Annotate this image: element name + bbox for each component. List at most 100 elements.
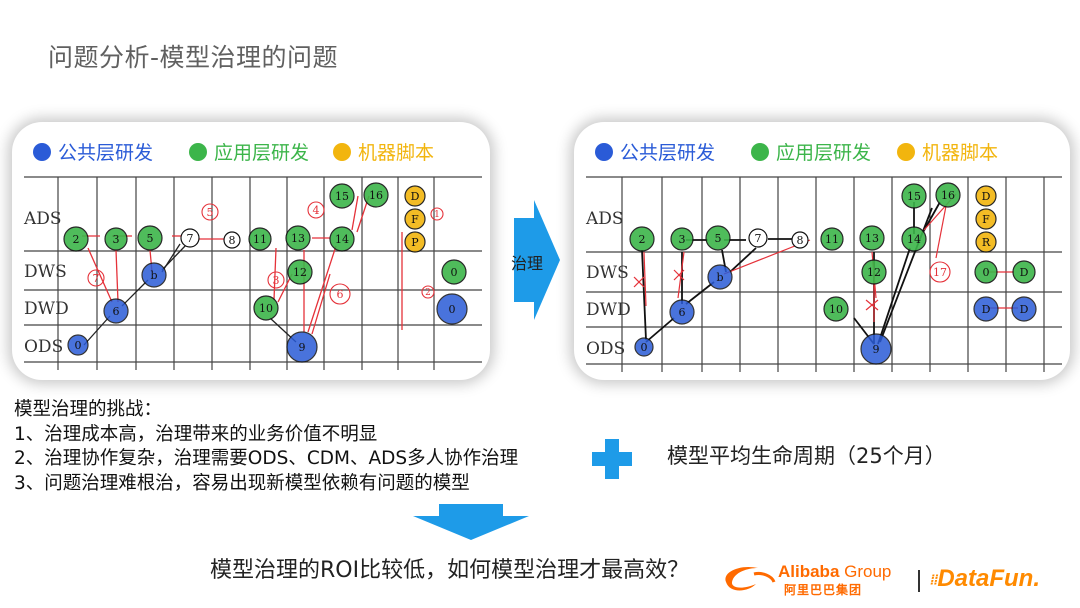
red-label: 5: [207, 206, 214, 219]
node-machine: [404, 185, 426, 207]
svg-text:D: D: [1020, 266, 1029, 279]
challenges-heading: 模型治理的挑战：: [14, 399, 163, 420]
svg-text:13: 13: [865, 232, 879, 245]
red-label: 6: [337, 288, 344, 301]
governance-arrow: [514, 200, 560, 320]
layer-grid: [586, 176, 1062, 372]
public-layer-dot: [33, 143, 51, 161]
svg-text:9: 9: [299, 341, 306, 354]
red-label: 4: [313, 204, 320, 217]
svg-text:6: 6: [679, 306, 686, 319]
svg-text:3: 3: [679, 233, 686, 246]
node-application: [363, 182, 389, 208]
svg-text:D: D: [1020, 303, 1029, 316]
node-public: [103, 298, 129, 324]
conclusion-question: 模型治理的ROI比较低，如何模型治理才最高效？: [210, 558, 690, 583]
machine-script-dot: [333, 143, 351, 161]
problem-arrows: [82, 195, 403, 335]
datafun-dots-icon: ⁞⁞: [930, 571, 938, 588]
layer-label-ods: ODS: [586, 339, 625, 359]
legend: 公共层研发 应用层研发 机器脚本: [595, 142, 998, 164]
challenge-item: 2、治理协作复杂，治理需要ODS、CDM、ADS多人协作治理: [14, 448, 519, 469]
node-application: [441, 259, 467, 285]
node-machine: [404, 208, 426, 230]
svg-text:6: 6: [113, 305, 120, 318]
svg-text:3: 3: [113, 233, 120, 246]
svg-text:10: 10: [259, 302, 273, 315]
svg-text:5: 5: [715, 232, 722, 245]
node-application: [248, 227, 272, 251]
svg-text:P: P: [411, 236, 419, 249]
svg-text:2: 2: [639, 233, 646, 246]
alibaba-cn: 阿里巴巴集团: [784, 583, 863, 597]
svg-text:0: 0: [449, 303, 456, 316]
svg-text:b: b: [716, 271, 723, 284]
svg-text:15: 15: [335, 190, 349, 203]
svg-text:16: 16: [369, 189, 383, 202]
node-public: [436, 293, 468, 325]
legend-public: 公共层研发: [58, 142, 153, 164]
red-label: 7: [93, 272, 100, 285]
node-public: [67, 334, 89, 356]
red-label: 2: [425, 288, 431, 298]
after-governance-diagram: 公共层研发 应用层研发 机器脚本 ADS DWS DWD: [574, 122, 1070, 380]
svg-text:D: D: [982, 303, 991, 316]
logo-divider: [918, 570, 920, 592]
svg-text:9: 9: [873, 343, 880, 356]
model-lifecycle: 模型平均生命周期（25个月）: [667, 444, 946, 468]
layer-label-dwd: DWD: [586, 300, 631, 320]
svg-text:F: F: [982, 213, 990, 226]
challenge-item: 3、问题治理难根治，容易出现新模型依赖有问题的模型: [14, 472, 470, 494]
node-application: [329, 226, 355, 252]
svg-text:7: 7: [755, 232, 762, 245]
svg-text:F: F: [411, 213, 419, 226]
governance-label: 治理: [511, 254, 544, 273]
node-application: [104, 227, 128, 251]
red-label: 1: [434, 210, 440, 220]
svg-text:14: 14: [335, 233, 349, 246]
svg-text:11: 11: [825, 233, 839, 246]
legend-machine: 机器脚本: [922, 142, 998, 164]
down-arrow-icon: [413, 504, 529, 540]
datafun-logo: ⁞⁞DataFun.: [930, 565, 1040, 592]
svg-text:7: 7: [187, 232, 194, 245]
svg-text:12: 12: [293, 266, 307, 279]
alibaba-group: Group: [839, 562, 892, 581]
node-application: [63, 226, 89, 252]
before-governance-diagram: 公共层研发 应用层研发 机器脚本 ADS DWS: [12, 122, 490, 380]
layer-label-dws: DWS: [24, 262, 67, 282]
node-plain: [223, 231, 241, 249]
node-application: [285, 225, 311, 251]
svg-text:0: 0: [75, 339, 82, 352]
plus-icon: [592, 439, 632, 479]
svg-text:10: 10: [829, 303, 843, 316]
layer-label-dws: DWS: [586, 263, 629, 283]
red-label: 3: [273, 274, 280, 287]
svg-text:D: D: [982, 190, 991, 203]
node-plain: [180, 228, 200, 248]
layer-label-ads: ADS: [585, 209, 624, 229]
alibaba-en: Alibaba: [778, 562, 840, 581]
red-label: 17: [933, 266, 947, 279]
layer-label-ods: ODS: [24, 337, 63, 357]
legend-public: 公共层研发: [620, 142, 715, 164]
svg-text:2: 2: [73, 233, 80, 246]
svg-text:11: 11: [253, 233, 267, 246]
svg-text:14: 14: [907, 233, 921, 246]
node-machine: [404, 231, 426, 253]
node-application: [137, 225, 163, 251]
svg-text:D: D: [411, 190, 420, 203]
svg-text:8: 8: [229, 234, 236, 247]
node-public: [286, 331, 318, 363]
node-application: [287, 259, 313, 285]
svg-text:15: 15: [907, 190, 921, 203]
svg-text:0: 0: [983, 266, 990, 279]
svg-text:13: 13: [291, 232, 305, 245]
alibaba-logo: Alibaba Group 阿里巴巴集团: [718, 560, 914, 602]
svg-text:0: 0: [451, 266, 458, 279]
legend-application: 应用层研发: [214, 142, 309, 164]
page-title: 问题分析-模型治理的问题: [48, 43, 339, 72]
challenge-item: 1、治理成本高，治理带来的业务价值不明显: [14, 423, 378, 445]
svg-text:16: 16: [941, 189, 955, 202]
svg-text:12: 12: [867, 266, 881, 279]
